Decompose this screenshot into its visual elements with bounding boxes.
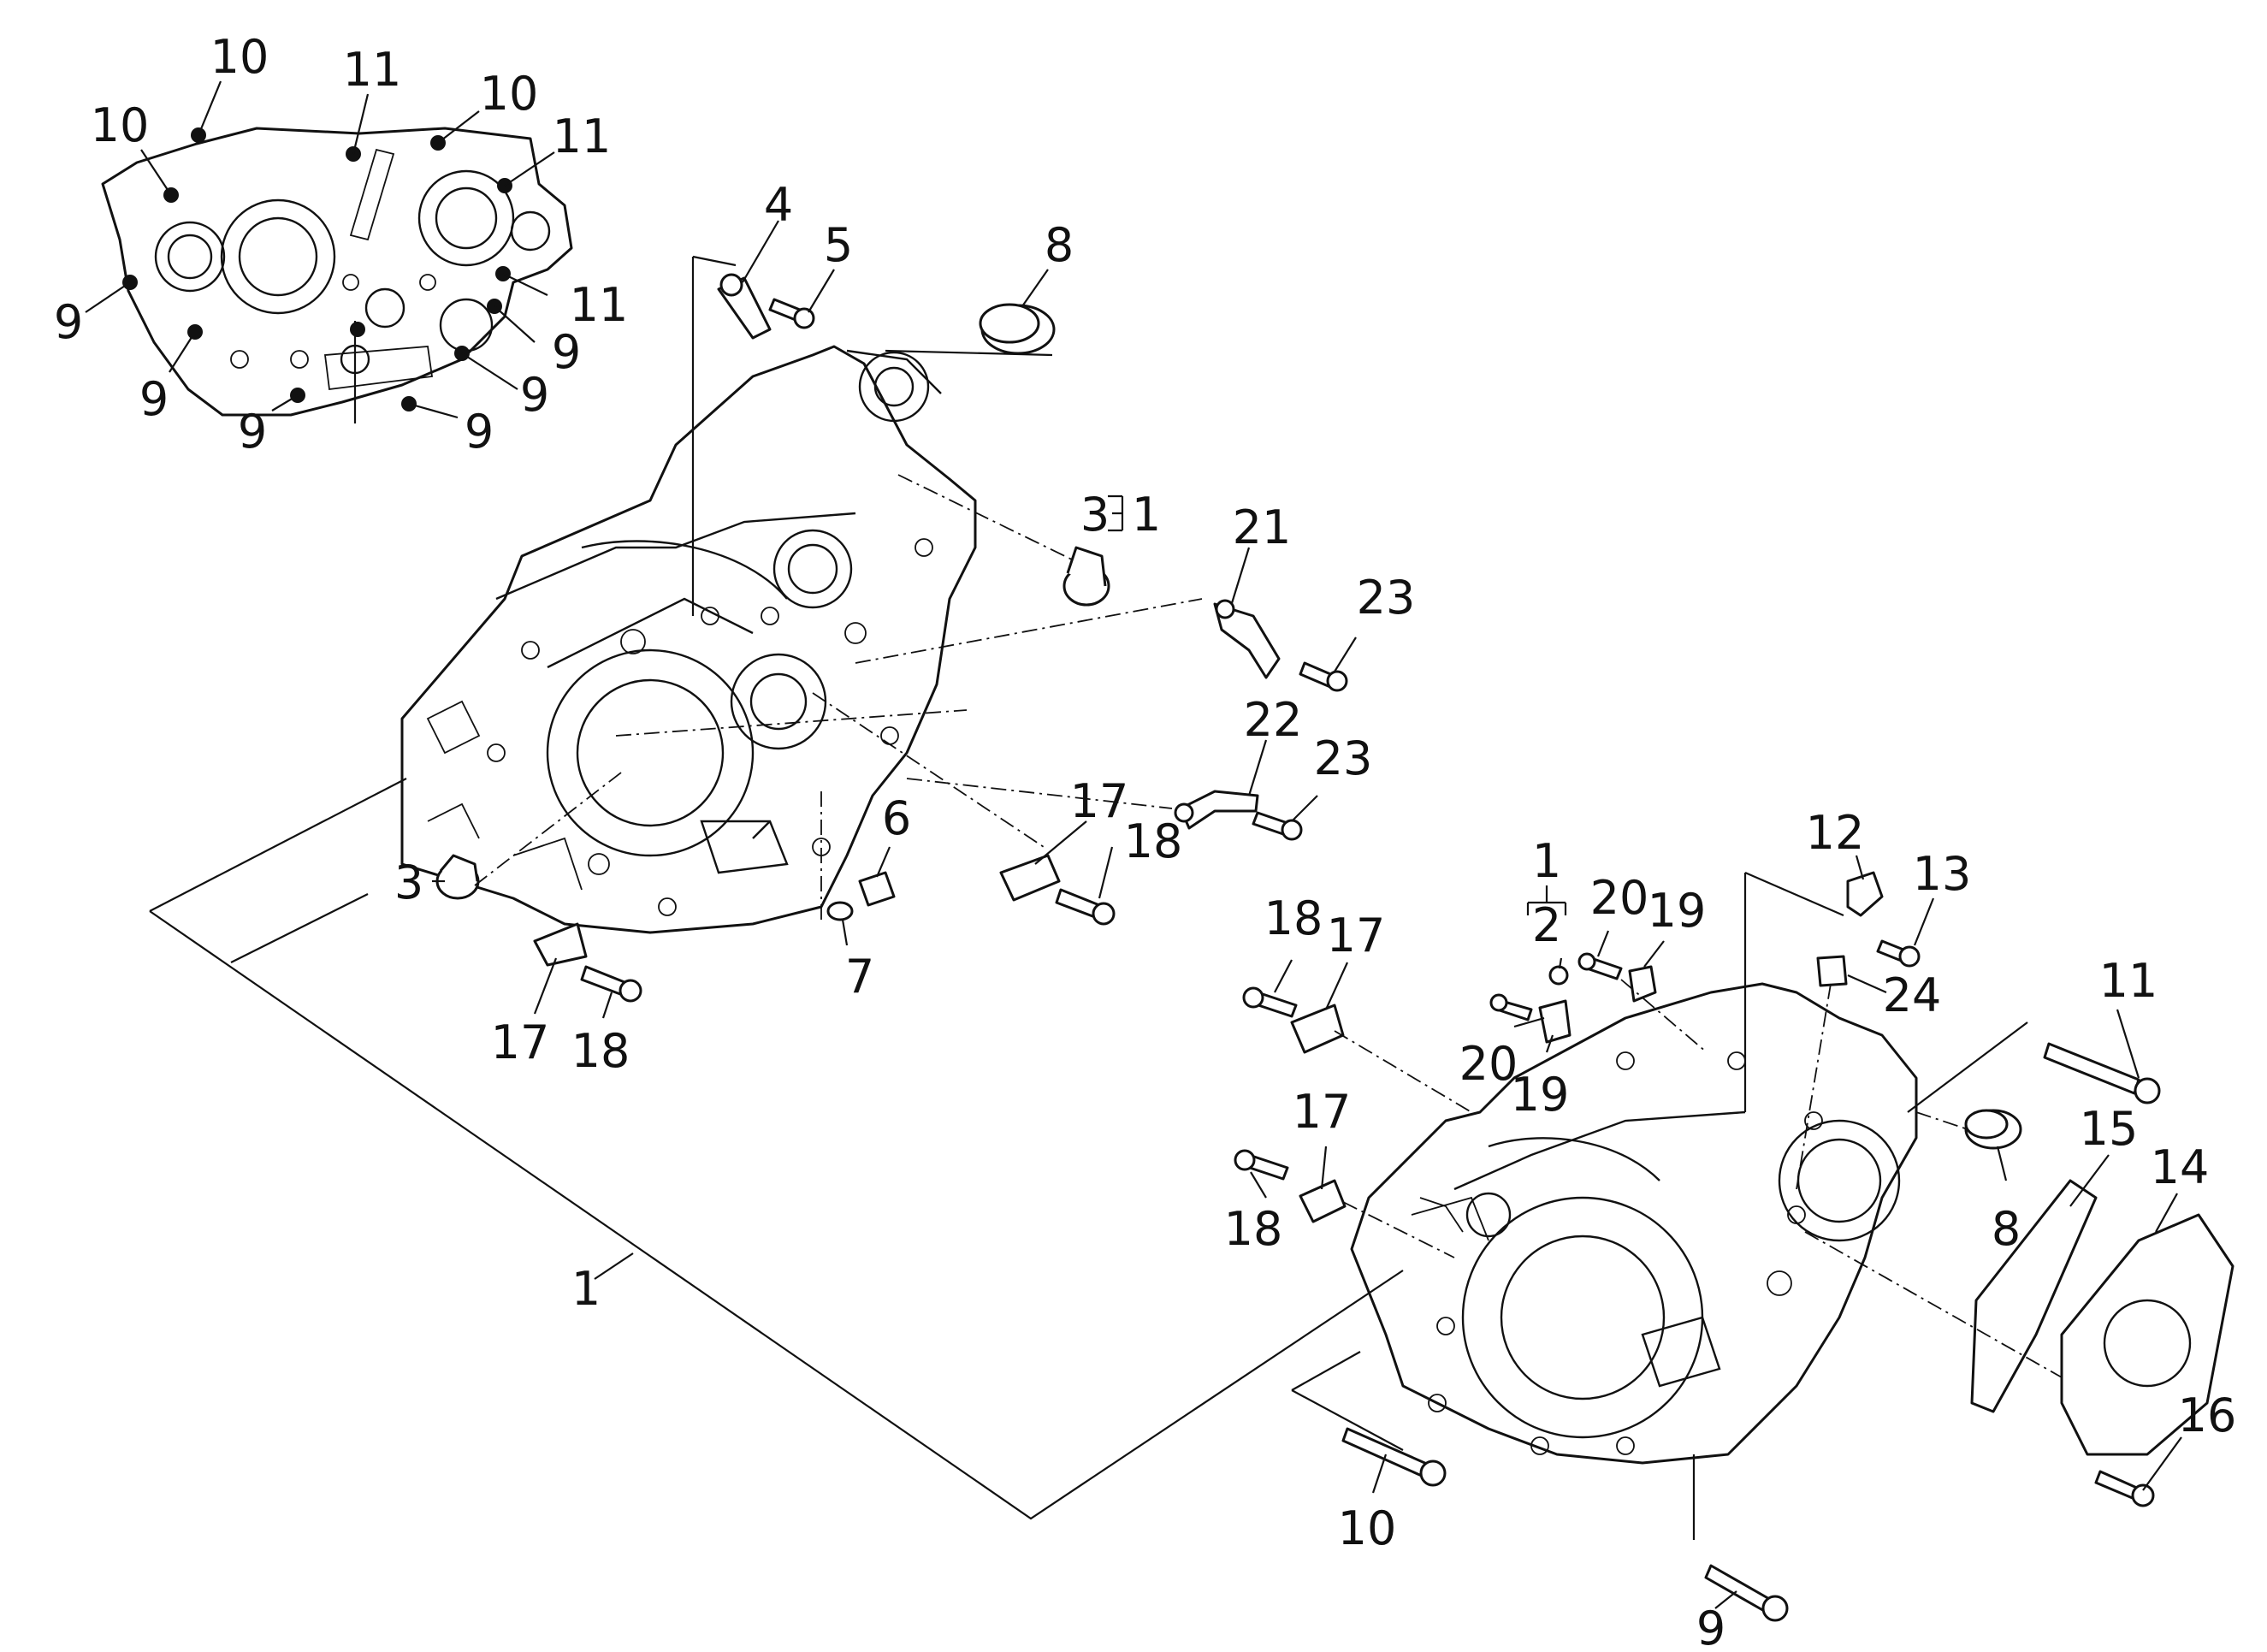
inset-callout-9-right-b: 9 [520,368,549,422]
callout-10: 10 [1338,1501,1397,1555]
callout-20-a: 20 [1590,871,1649,925]
inset-callout-9-left: 9 [54,295,83,349]
inset-callout-9-right-a: 9 [552,325,581,379]
inset-callout-9-bottom-b: 9 [465,405,494,459]
right-crankcase-half [1350,982,1918,1465]
callout-22: 22 [1244,693,1303,747]
callout-13: 13 [1913,847,1972,901]
callout-8-right: 8 [1992,1202,2021,1256]
callout-17-c: 17 [1327,909,1386,962]
callout-2: 2 [1532,898,1561,952]
callout-23-b: 23 [1314,731,1373,785]
callout-15: 15 [2080,1102,2139,1156]
callout-7: 7 [845,950,874,1004]
callout-1-right: 1 [1532,834,1561,888]
inset-callout-9-bottom-a: 9 [238,405,267,459]
callout-19-a: 19 [1648,884,1707,938]
callout-18-b: 18 [571,1024,630,1078]
callout-24: 24 [1883,968,1942,1022]
inset-bolt-pattern [85,80,573,423]
callout-1-top: 1 [1132,488,1161,542]
callout-14: 14 [2151,1140,2210,1194]
callout-18-d: 18 [1224,1202,1283,1256]
left-crankcase-half [400,345,977,934]
callout-18-c: 18 [1264,891,1323,945]
callout-leaders [432,220,2182,1609]
callout-18-a: 18 [1124,814,1183,868]
callout-16: 16 [2178,1389,2237,1442]
callout-17-a: 17 [1070,774,1129,828]
inset-callout-11-top: 11 [343,43,402,97]
callout-3-top: 3 [1080,488,1110,542]
inset-callout-10-right: 10 [480,67,539,121]
inset-callout-10-left: 10 [91,98,150,152]
inset-callout-9-lower-left: 9 [139,372,169,426]
callout-17-b: 17 [491,1015,550,1069]
callout-5: 5 [824,218,853,272]
inset-callout-11-lower: 11 [570,278,629,332]
callout-19-b: 19 [1511,1068,1570,1122]
assembly-guide-lines [149,255,2063,1540]
inset-callout-10-top: 10 [210,30,269,84]
callout-17-d: 17 [1293,1085,1352,1139]
callout-12: 12 [1806,806,1865,860]
callout-labels: 10 11 10 10 11 11 9 9 9 9 9 9 4 5 8 3 1 … [54,30,2237,1652]
inset-callout-11-right: 11 [553,110,612,163]
callout-21: 21 [1233,500,1292,554]
callout-6: 6 [882,791,911,845]
callout-20-b: 20 [1459,1037,1518,1091]
callout-8-top: 8 [1045,218,1074,272]
callout-9: 9 [1696,1602,1725,1652]
callout-4: 4 [764,178,793,232]
callout-1-main: 1 [571,1262,601,1316]
callout-3-left: 3 [394,856,423,909]
callout-23-a: 23 [1357,571,1416,625]
callout-11: 11 [2099,954,2158,1008]
small-parts [435,273,2234,1622]
